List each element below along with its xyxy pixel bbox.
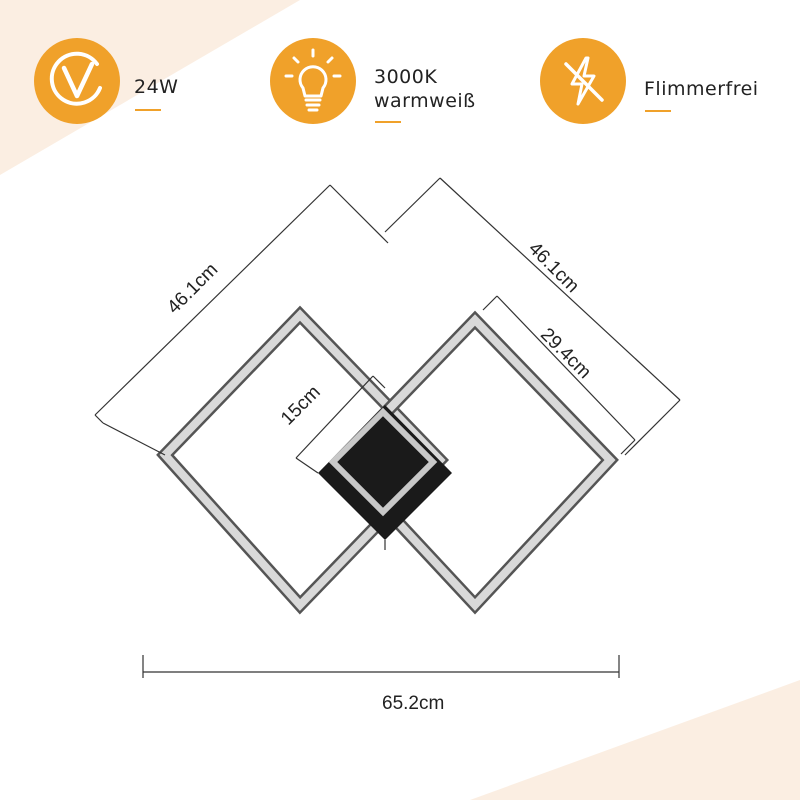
feature-flicker-text: Flimmerfrei xyxy=(644,78,759,100)
feature-power-text: 24W xyxy=(134,76,179,98)
feature-temp-line2: warmweiß xyxy=(374,90,476,112)
bottom-right-accent-shape xyxy=(470,680,800,800)
center-square-frame xyxy=(328,407,438,517)
center-square xyxy=(318,405,452,540)
feature-flicker-underline xyxy=(645,110,671,112)
lightbulb-icon xyxy=(270,38,356,124)
total-width-label: 65.2cm xyxy=(382,693,445,714)
no-flicker-icon xyxy=(540,38,626,124)
check-v-icon xyxy=(34,38,120,124)
feature-temp-underline xyxy=(375,121,401,123)
feature-power-underline xyxy=(135,109,161,111)
feature-temp-line1: 3000K xyxy=(374,66,438,88)
